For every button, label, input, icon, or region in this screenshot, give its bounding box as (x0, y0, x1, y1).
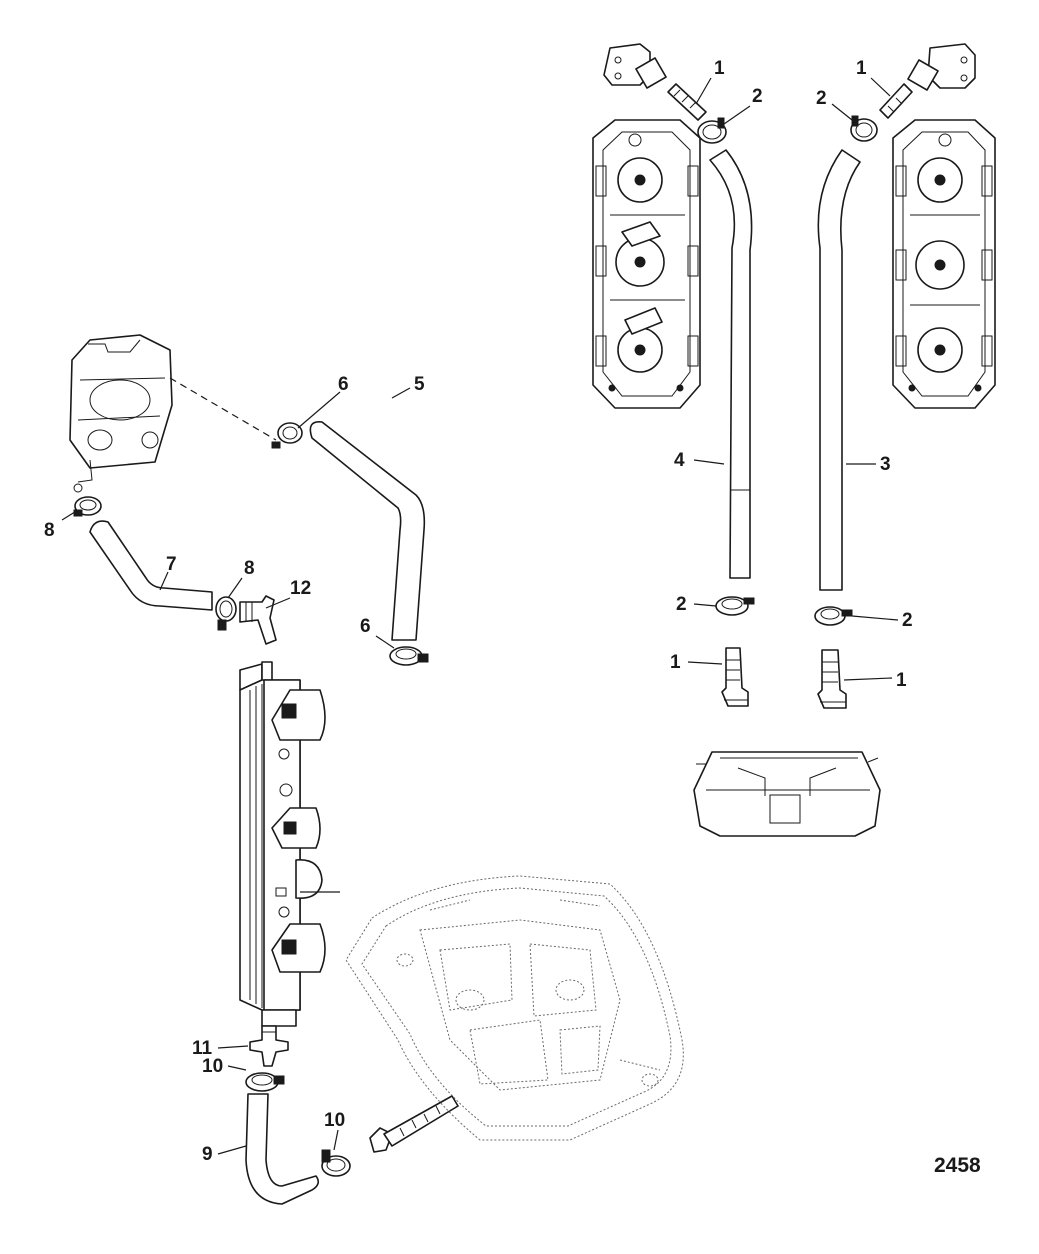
callout-11: 11 (192, 1038, 213, 1059)
fitting-11 (249, 1025, 289, 1067)
callout-5: 5 (414, 374, 425, 395)
callout-9: 9 (202, 1144, 213, 1165)
temperature-sensor (369, 1095, 459, 1153)
fitting-top-right (879, 83, 913, 119)
clamp-6-bottom (389, 646, 429, 666)
clamp-10-left (245, 1072, 285, 1092)
clamp-8-mid (215, 596, 237, 631)
elbow-cover-right (907, 43, 976, 91)
callout-10-left: 10 (202, 1056, 223, 1077)
callout-10-right: 10 (324, 1110, 345, 1131)
clamp-6-top (271, 422, 303, 449)
callout-6-bottom: 6 (360, 616, 371, 637)
clamp-top-right (850, 115, 878, 142)
figure-number: 2458 (934, 1154, 981, 1177)
clamp-lower-left (715, 596, 755, 616)
hose-7 (89, 520, 213, 611)
callout-8-mid: 8 (244, 558, 255, 579)
fitting-lower-left (721, 647, 749, 707)
callout-2-bottom-right: 2 (902, 610, 913, 631)
clamp-10-right (321, 1149, 351, 1177)
rail-assembly (239, 661, 340, 1027)
callout-2-bottom-left: 2 (676, 594, 687, 615)
callout-1-top-left: 1 (714, 58, 725, 79)
exhaust-adapter-block (693, 751, 881, 837)
fitting-12 (239, 595, 277, 645)
callout-2-top-left: 2 (752, 86, 763, 107)
cylinder-head-left (592, 119, 701, 409)
callout-4: 4 (674, 450, 685, 471)
hose-9 (245, 1093, 320, 1205)
elbow-cover-left (603, 43, 667, 89)
adapter-plate (345, 875, 684, 1141)
clamp-8-left (73, 496, 102, 517)
hose-3 (817, 149, 861, 591)
callout-6-top: 6 (338, 374, 349, 395)
fitting-lower-right (817, 649, 847, 709)
callout-1-top-right: 1 (856, 58, 867, 79)
callout-2-top-right: 2 (816, 88, 827, 109)
callout-1-bottom-left: 1 (670, 652, 681, 673)
callout-8-left: 8 (44, 520, 55, 541)
cylinder-head-right (892, 119, 996, 409)
callout-3: 3 (880, 454, 891, 475)
callout-12: 12 (290, 578, 311, 599)
callout-7: 7 (166, 554, 177, 575)
fitting-top-left (667, 83, 707, 121)
leader-lines (61, 77, 899, 1155)
clamp-top-left (697, 117, 727, 144)
clamp-lower-right (814, 606, 853, 626)
alignment-dashed-line (169, 377, 277, 441)
thermostat-housing (69, 334, 173, 493)
callout-1-bottom-right: 1 (896, 670, 907, 691)
hose-4 (709, 149, 753, 579)
hose-5 (309, 421, 426, 641)
